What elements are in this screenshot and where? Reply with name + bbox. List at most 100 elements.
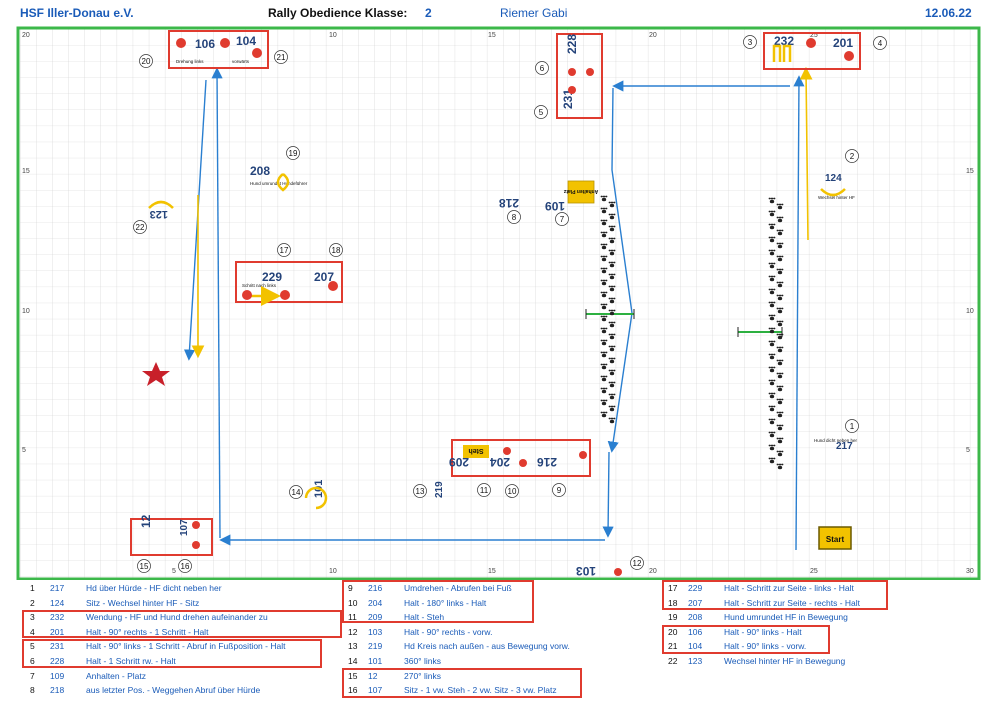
legend-station: 19 — [668, 612, 678, 623]
sign-caption: Anhalten Platz — [563, 188, 598, 194]
sign-caption: Wechsel hinter HF — [818, 195, 855, 200]
course-title: Rally Obedience Klasse: — [268, 6, 408, 20]
paw-icon — [600, 315, 608, 322]
paw-icon — [776, 450, 784, 457]
legend-station: 6 — [30, 656, 35, 666]
paw-icon — [768, 431, 776, 438]
legend-station: 18 — [668, 597, 678, 608]
paw-icon — [600, 291, 608, 298]
paw-icon — [776, 424, 784, 431]
sign-number: 217 — [836, 441, 853, 452]
halt-icon — [192, 521, 200, 529]
grid-label-bottom: 10 — [329, 568, 337, 575]
legend-code: 219 — [368, 641, 383, 652]
paw-icon — [600, 399, 608, 406]
circle-arrow-icon — [304, 486, 328, 510]
paw-icon — [776, 346, 784, 353]
grid-label-top: 25 — [810, 32, 818, 39]
paw-icon — [600, 231, 608, 238]
paw-icon — [776, 320, 784, 327]
legend-text: Sitz - Wechsel hinter HF - Sitz — [86, 597, 200, 608]
legend-station: 4 — [30, 626, 35, 637]
station-marker: 15 — [137, 559, 151, 573]
legend-station: 16 — [348, 685, 358, 696]
station-marker: 14 — [289, 485, 303, 499]
paw-icon — [768, 210, 776, 217]
station-marker: 11 — [477, 483, 491, 497]
grid-label-bottom: 5 — [172, 568, 176, 575]
halt-icon — [614, 568, 622, 576]
station-number: 7 — [560, 215, 565, 224]
paw-icon — [768, 327, 776, 334]
station-number: 13 — [416, 487, 425, 496]
station-number: 9 — [557, 486, 562, 495]
halt-icon — [328, 281, 338, 291]
grid-label-right: 15 — [966, 168, 974, 175]
star-icon — [142, 362, 170, 386]
legend-station: 22 — [668, 656, 678, 666]
paw-icon — [600, 219, 608, 226]
grid-label-top: 15 — [488, 32, 496, 39]
paw-icon — [600, 363, 608, 370]
guide-line — [799, 66, 813, 241]
legend-code: 103 — [368, 626, 383, 637]
halt-icon — [844, 51, 854, 61]
sign-number: 218 — [499, 196, 519, 210]
paw-icon — [776, 333, 784, 340]
station-number: 17 — [280, 246, 289, 255]
legend-station: 12 — [348, 626, 358, 637]
paw-icon — [768, 262, 776, 269]
halt-icon — [568, 86, 576, 94]
sign-caption: Steh — [468, 447, 483, 454]
curve-arrow-icon — [820, 188, 846, 197]
sign-number: 207 — [314, 270, 334, 284]
paw-icon — [776, 229, 784, 236]
paw-icon — [600, 207, 608, 214]
sign-number: 123 — [150, 208, 168, 220]
grid-label-left: 15 — [22, 168, 30, 175]
paw-icon — [608, 405, 616, 412]
paw-icon — [608, 357, 616, 364]
legend-station: 13 — [348, 641, 358, 652]
paw-icon — [768, 379, 776, 386]
sign-number: 208 — [250, 164, 270, 178]
legend-station: 14 — [348, 656, 358, 666]
halt-icon — [252, 48, 262, 58]
station-box — [168, 30, 269, 69]
legend-text: Hd über Hürde - HF dicht neben her — [86, 583, 222, 593]
paw-icon — [768, 314, 776, 321]
paw-icon — [768, 340, 776, 347]
legend-text: Halt - Schritt zur Seite - links - Halt — [724, 583, 854, 593]
paw-icon — [776, 398, 784, 405]
legend-text: Hund umrundet HF in Bewegung — [724, 612, 848, 623]
station-number: 8 — [512, 213, 517, 222]
paw-icon — [768, 353, 776, 360]
station-marker: 18 — [329, 243, 343, 257]
legend-code: 109 — [50, 670, 65, 681]
legend-text: Hd Kreis nach außen - aus Bewegung vorw. — [404, 641, 570, 652]
paw-icon — [608, 213, 616, 220]
station-number: 1 — [850, 422, 855, 431]
legend-text: Sitz - 1 vw. Steh - 2 vw. Sitz - 3 vw. P… — [404, 685, 557, 696]
paw-icon — [608, 309, 616, 316]
halt-icon — [519, 459, 527, 467]
station-number: 20 — [142, 57, 151, 66]
ring-border — [16, 26, 981, 580]
sign-number: 124 — [825, 173, 842, 184]
legend-code: 217 — [50, 583, 65, 593]
paw-icon — [608, 249, 616, 256]
paw-icon — [776, 372, 784, 379]
sign-caption: Drehung links — [176, 59, 204, 64]
start-sign — [818, 526, 852, 550]
paw-icon — [608, 417, 616, 424]
paw-icon — [600, 327, 608, 334]
sign-number: 107 — [179, 519, 190, 536]
station-marker: 6 — [535, 61, 549, 75]
